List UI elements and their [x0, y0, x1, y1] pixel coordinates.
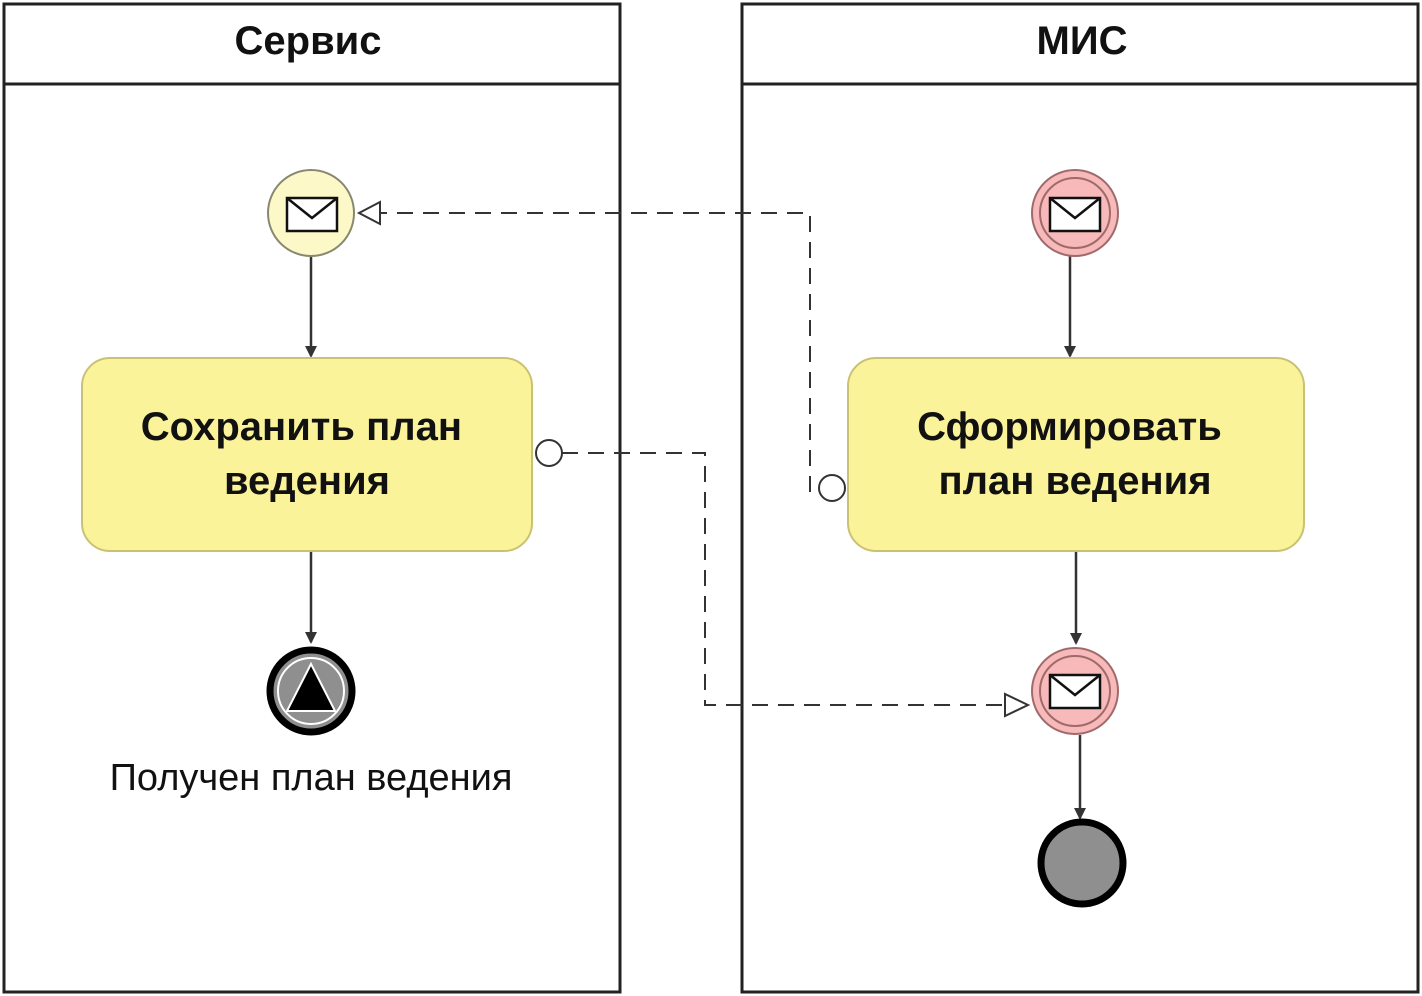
task-form-plan: Сформировать план ведения — [847, 357, 1305, 552]
end-event-mis — [1037, 818, 1127, 908]
end-signal-event-service — [266, 646, 356, 736]
task-form-plan-line-2: план ведения — [938, 459, 1211, 503]
task-save-plan-line-1: Сохранить план — [141, 405, 462, 449]
task-save-plan: Сохранить план ведения — [81, 357, 533, 552]
intermediate-message-event-mis — [1031, 647, 1119, 735]
envelope-icon — [285, 196, 339, 233]
start-message-event-service — [267, 169, 355, 257]
task-form-plan-line-1: Сформировать — [917, 405, 1222, 449]
message-flow-response — [535, 439, 1031, 718]
pool-title-mis: МИС — [1037, 19, 1128, 63]
pool-title-service: Сервис — [235, 19, 382, 63]
message-flow-request — [356, 200, 846, 502]
end-event-caption: Получен план ведения — [110, 757, 513, 799]
task-save-plan-line-2: ведения — [224, 459, 390, 503]
envelope-icon — [1048, 196, 1102, 233]
envelope-icon — [1048, 673, 1102, 710]
start-message-event-mis — [1031, 169, 1119, 257]
triangle-signal-icon — [285, 661, 337, 712]
svg-text:Сохранить план ведения: Сохранить план ведения — [141, 405, 473, 503]
svg-text:Сформировать план ведени: Сформировать план ведения — [917, 405, 1233, 503]
